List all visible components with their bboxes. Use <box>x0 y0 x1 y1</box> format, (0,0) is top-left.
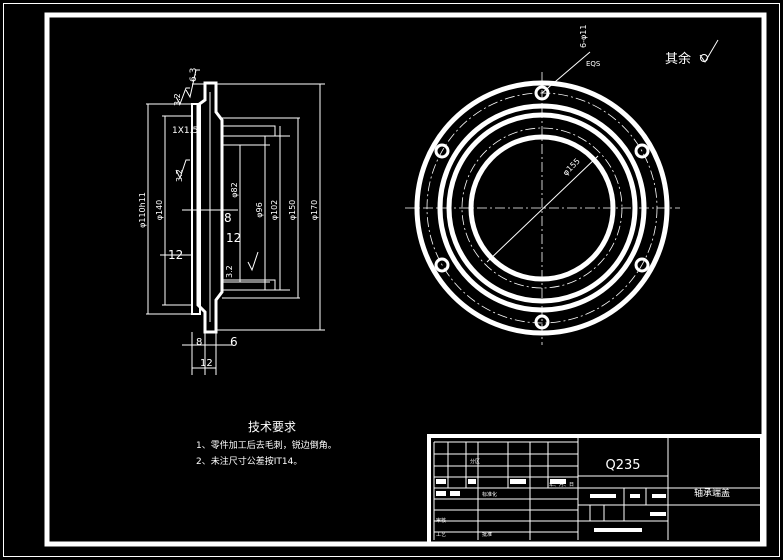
plan-view: 6-φ11 EQS φ155 其余 <box>405 25 719 345</box>
title-block-label-zone: 分区 <box>470 458 480 465</box>
dim-d-12-left: 12 <box>168 248 183 262</box>
dim-roughness-3: 3.2 <box>175 169 184 182</box>
dim-d-mid1: φ96 <box>255 202 264 217</box>
dim-roughness-2: 3.2 <box>173 93 182 106</box>
dim-bottom-8: 8 <box>196 337 202 348</box>
roughness-symbol-icon <box>699 39 719 63</box>
extension-lines <box>146 83 325 375</box>
section-view: 6.3 3.2 1X1.5 3.2 φ110h11 φ140 φ82 8 12 … <box>138 68 325 375</box>
dim-roughness-4: 3.2 <box>225 265 234 278</box>
dim-d-8: 8 <box>224 211 232 225</box>
dim-d-mid3: φ150 <box>288 200 297 221</box>
flange-face <box>191 103 201 315</box>
dim-roughness-1: 6.3 <box>189 68 199 82</box>
notes-line-2: 2、未注尺寸公差按IT14。 <box>196 455 302 467</box>
notes-title: 技术要求 <box>248 420 296 434</box>
dim-bottom-6: 6 <box>230 335 238 349</box>
dimension-lines <box>147 84 321 369</box>
hole-note-top: 6-φ11 <box>579 25 588 48</box>
dim-chamfer: 1X1.5 <box>172 126 198 136</box>
notes-line-1: 1、零件加工后去毛刺，锐边倒角。 <box>196 439 337 451</box>
part-name: 轴承端盖 <box>694 487 730 499</box>
outer-border <box>3 3 780 557</box>
title-block-label-review: 审核 <box>436 517 446 524</box>
title-block-label-process: 工艺 <box>436 532 446 538</box>
dim-d-12-top: 12 <box>226 231 241 245</box>
hole-note-bottom: EQS <box>586 60 601 68</box>
bolt-hole <box>534 314 550 330</box>
material-label: Q235 <box>605 458 640 473</box>
bolt-hole <box>434 257 450 273</box>
bolt-hole <box>634 257 650 273</box>
title-block-label-date: 年、月、日 <box>549 481 574 488</box>
dim-d-outer: φ170 <box>310 200 319 221</box>
roughness-note: 其余 <box>665 51 691 67</box>
roughness-circle-icon <box>700 54 708 62</box>
dim-d-left: φ140 <box>155 200 164 221</box>
dim-d-mid2: φ102 <box>270 200 279 221</box>
bolt-holes <box>434 85 650 330</box>
bolt-hole <box>434 143 450 159</box>
drawing-frame <box>44 12 767 547</box>
title-block-label-standard: 标准化 <box>482 491 497 498</box>
dim-bottom-12: 12 <box>200 358 213 369</box>
bolt-hole <box>634 143 650 159</box>
dim-d-inner: φ82 <box>230 182 239 197</box>
bolt-hole <box>534 85 550 101</box>
roughness-symbols <box>175 69 259 272</box>
hole-leader <box>541 51 591 94</box>
diameter-leader <box>486 155 599 263</box>
title-block: 分区 年、月、日 标准化 审核 工艺 批准 Q235 轴承端盖 <box>427 434 764 546</box>
title-block-filler <box>436 479 666 532</box>
title-block-label-approve: 批准 <box>482 531 492 538</box>
dim-d-side-left: φ110h11 <box>138 192 147 228</box>
